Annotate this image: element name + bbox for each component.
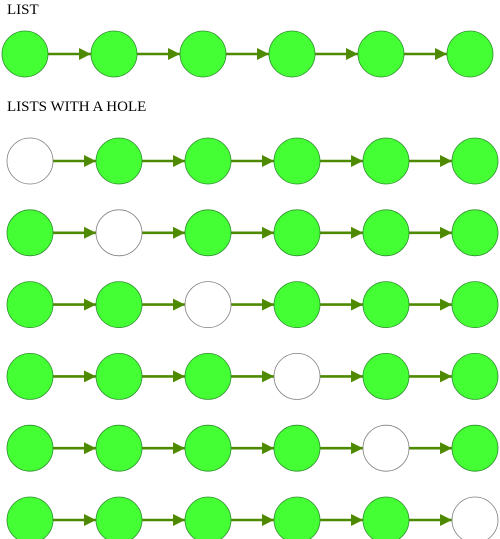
hole-node	[273, 352, 321, 400]
list-node	[451, 137, 499, 185]
list-node	[273, 496, 321, 539]
hole-node	[95, 209, 143, 257]
list-node	[6, 424, 54, 472]
list-node	[6, 281, 54, 329]
list-node	[95, 137, 143, 185]
list-node	[184, 424, 232, 472]
list-node	[268, 30, 316, 78]
list-node	[90, 30, 138, 78]
list-node	[184, 137, 232, 185]
hole-node	[6, 137, 54, 185]
list-node	[362, 209, 410, 257]
list-node	[6, 209, 54, 257]
list-node	[451, 424, 499, 472]
list-row	[1, 30, 494, 78]
list-node	[6, 352, 54, 400]
list-node	[95, 281, 143, 329]
list-node	[184, 209, 232, 257]
list-node	[273, 137, 321, 185]
lists-with-hole-heading: LISTS WITH A HOLE	[7, 99, 147, 115]
list-node	[179, 30, 227, 78]
list-node	[362, 137, 410, 185]
list-node	[357, 30, 405, 78]
list-node	[273, 209, 321, 257]
hole-node	[362, 424, 410, 472]
list-node	[446, 30, 494, 78]
list-node	[95, 496, 143, 539]
list-node	[362, 352, 410, 400]
list-node	[6, 496, 54, 539]
hole-node	[451, 496, 499, 539]
list-with-hole-row-6	[6, 496, 499, 539]
list-node	[362, 496, 410, 539]
list-node	[1, 30, 49, 78]
list-heading: LIST	[7, 2, 39, 18]
list-node	[184, 496, 232, 539]
list-node	[273, 424, 321, 472]
list-node	[451, 352, 499, 400]
list-node	[95, 424, 143, 472]
list-node	[184, 352, 232, 400]
list-with-hole-row-3	[6, 281, 499, 329]
list-with-hole-row-2	[6, 209, 499, 257]
list-node	[362, 281, 410, 329]
list-node	[95, 352, 143, 400]
list-node	[451, 209, 499, 257]
list-node	[273, 281, 321, 329]
hole-node	[184, 281, 232, 329]
list-with-hole-row-4	[6, 352, 499, 400]
list-with-hole-row-5	[6, 424, 499, 472]
list-with-hole-row-1	[6, 137, 499, 185]
list-node	[451, 281, 499, 329]
